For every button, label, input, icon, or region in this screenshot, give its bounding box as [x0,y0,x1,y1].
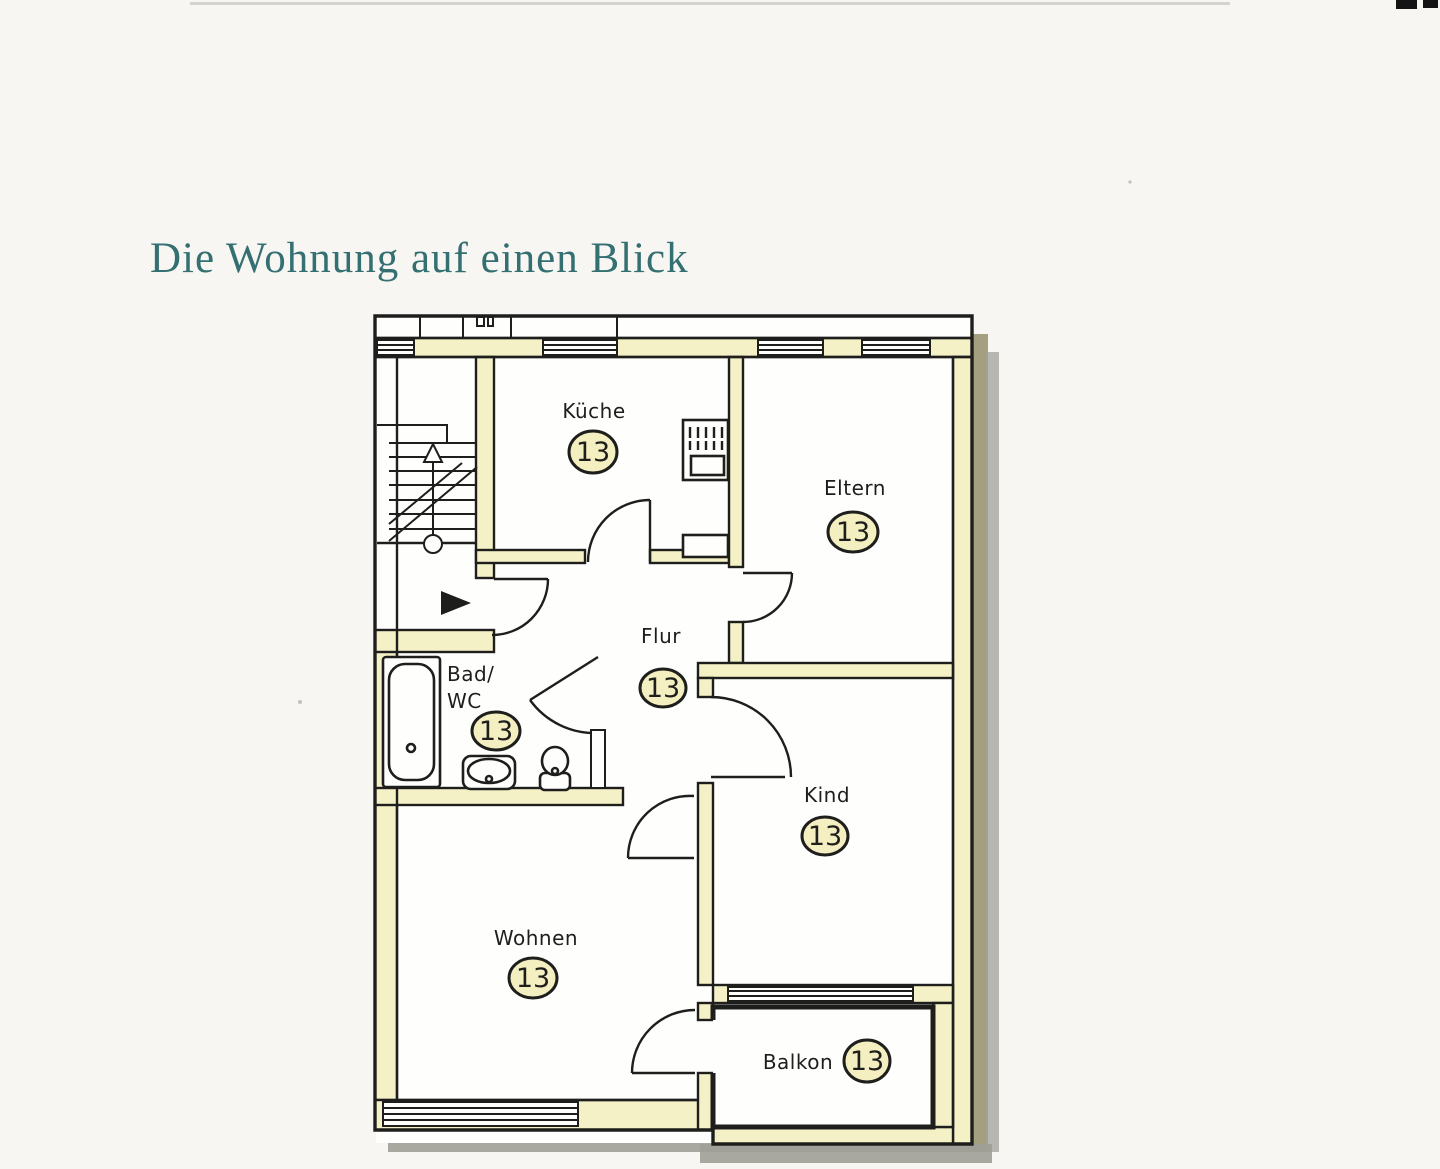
door-kueche [586,498,652,563]
door-bad [529,655,606,789]
room-badge-wohnen [507,956,559,1000]
room-badge-balkon [842,1038,892,1084]
room-badge-flur [638,667,688,709]
wall-right-balkon [931,1001,955,1129]
balkon-outline [710,1004,936,1130]
room-badge-kueche [567,429,619,475]
room-labels: Küche 13 Eltern 13 Flur 13 Bad/ WC 13 Ki… [447,399,892,1084]
kitchen-counter [681,533,730,559]
room-badge-num-kind: 13 [808,821,842,852]
wall-bad-right [590,729,606,789]
room-bad-wc: Bad/ WC 13 [447,662,522,752]
room-label-bad-line2: WC [447,689,482,713]
bathtub-icon [381,655,442,789]
room-balkon: Balkon 13 [763,1038,892,1084]
wall-right [951,355,974,1146]
window-kind-balkon [727,986,914,1002]
wall-kind-flur-top [696,676,715,699]
window-wohnen [382,1101,579,1127]
window-eltern-2 [861,339,931,356]
stairs [377,424,478,615]
fixtures [381,418,730,792]
wall-bottom-balkon [711,1125,955,1146]
windows [376,339,931,1127]
outer-boundary [373,314,974,1146]
door-kind [710,695,793,779]
wall-eltern-lower [727,620,745,665]
room-badge-eltern [826,510,880,554]
stair-rail-end [423,534,443,554]
room-label-balkon: Balkon [763,1050,833,1074]
stair-direction-arrow [422,441,444,463]
room-label-kueche: Küche [562,399,625,423]
doors [491,498,794,1075]
room-badge-num-eltern: 13 [836,517,870,548]
wall-kind-flur-bottom [696,781,715,987]
room-label-wohnen: Wohnen [494,926,578,950]
door-wohnen [626,794,695,860]
wall-kueche-bottom-left [474,548,587,565]
window-top-left [376,339,415,356]
room-label-kind: Kind [804,783,850,807]
room-badge-kind [800,815,850,857]
room-label-bad-line1: Bad/ [447,662,494,686]
wall-bad-top [373,628,496,654]
entry-arrow-icon [441,591,471,615]
window-kueche [542,339,618,356]
page-title: Die Wohnung auf einen Blick [150,235,689,282]
sink-icon [461,754,517,791]
wall-eltern-kind [696,661,955,680]
wall-bad-bottom [373,786,625,807]
room-wohnen: Wohnen 13 [494,926,578,1000]
room-badge-num-wohnen: 13 [516,963,550,994]
stove-icon [681,418,730,482]
wall-stair-kueche [474,355,496,580]
window-eltern-1 [757,339,824,356]
door-eltern [742,571,794,624]
room-badge-bad [470,710,522,752]
room-kind: Kind 13 [800,783,850,857]
door-entrance [491,577,550,637]
room-label-eltern: Eltern [824,476,886,500]
room-badge-num-bad: 13 [479,716,513,747]
room-badge-num-flur: 13 [646,673,680,704]
wall-kueche-eltern [727,355,745,569]
room-eltern: Eltern 13 [824,476,886,554]
toilet-icon [538,745,572,792]
room-badge-num-balkon: 13 [850,1046,884,1077]
room-kueche: Küche 13 [562,399,625,475]
room-label-flur: Flur [641,624,681,648]
room-flur: Flur 13 [638,624,688,709]
room-badge-num-kueche: 13 [576,437,610,468]
